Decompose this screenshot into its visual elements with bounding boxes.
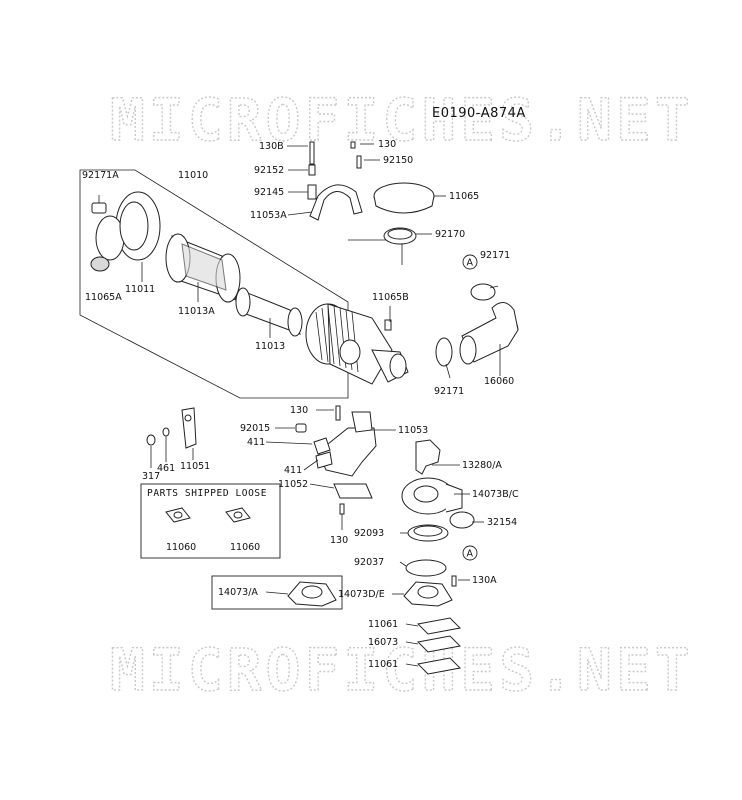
label-461: 461 xyxy=(157,463,175,474)
label-16073: 16073 xyxy=(368,637,398,648)
label-14073bc: 14073B/C xyxy=(472,489,519,500)
parts-shipped-loose-box: PARTS SHIPPED LOOSE xyxy=(140,483,281,559)
label-11011: 11011 xyxy=(125,284,155,295)
label-11053: 11053 xyxy=(398,425,428,436)
band-92170 xyxy=(383,227,417,245)
clamp-92037 xyxy=(405,559,447,577)
label-11060-a: 11060 xyxy=(166,542,196,553)
label-11051: 11051 xyxy=(180,461,210,472)
svg-text:A: A xyxy=(467,258,474,269)
label-92171-bottom: 92171 xyxy=(434,386,464,397)
watermark-top: MICROFICHES.NET xyxy=(110,86,694,154)
label-92171a: 92171A xyxy=(82,170,119,181)
diagram-code: E0190-A874A xyxy=(432,106,526,121)
elbow-14073bc xyxy=(401,477,475,529)
label-92170: 92170 xyxy=(435,229,465,240)
label-411-b: 411 xyxy=(284,465,302,476)
label-317: 317 xyxy=(142,471,160,482)
label-11065: 11065 xyxy=(449,191,479,202)
element-11013a xyxy=(165,233,241,303)
base-14073a xyxy=(287,581,337,607)
label-11060-b: 11060 xyxy=(230,542,260,553)
label-11061-a: 11061 xyxy=(368,619,398,630)
ring-92093 xyxy=(407,524,449,542)
clip-92015 xyxy=(295,423,307,433)
label-92037: 92037 xyxy=(354,557,384,568)
watermark-bottom: MICROFICHES.NET xyxy=(110,636,694,704)
gasket-11061-b xyxy=(416,657,462,675)
air-cleaner-body xyxy=(305,303,409,385)
bracket-11053a xyxy=(307,141,363,221)
label-16060: 16060 xyxy=(484,376,514,387)
clamp-92171-right xyxy=(470,283,496,301)
label-14073de: 14073D/E xyxy=(338,589,385,600)
callout-a-top: A xyxy=(462,254,478,270)
cap-11065 xyxy=(373,182,435,214)
label-92150: 92150 xyxy=(383,155,413,166)
label-92171-right: 92171 xyxy=(480,250,510,261)
group-enclosure xyxy=(79,169,349,399)
label-92015: 92015 xyxy=(240,423,270,434)
air-cleaner-cover xyxy=(95,191,161,261)
label-11052: 11052 xyxy=(278,479,308,490)
base-14073de xyxy=(403,575,457,607)
label-130-top: 130 xyxy=(378,139,396,150)
label-14073a: 14073/A xyxy=(218,587,258,598)
label-411-a: 411 xyxy=(247,437,265,448)
label-130-low: 130 xyxy=(330,535,348,546)
box-14073a xyxy=(211,575,343,610)
part-labels: 130B 130 92150 92152 92145 11053A 11065 … xyxy=(82,139,519,670)
label-11065a: 11065A xyxy=(85,292,122,303)
label-130-mid: 130 xyxy=(290,405,308,416)
label-11061-b: 11061 xyxy=(368,659,398,670)
plate-11051 xyxy=(146,407,197,449)
label-11010: 11010 xyxy=(178,170,208,181)
plate-11052 xyxy=(333,483,373,515)
hose-16060 xyxy=(459,302,519,365)
gasket-11061-a xyxy=(416,617,462,635)
label-11065b: 11065B xyxy=(372,292,409,303)
label-11013a: 11013A xyxy=(178,306,215,317)
valve-11065a xyxy=(90,256,110,272)
gasket-16073 xyxy=(416,635,462,653)
element-11013 xyxy=(235,287,303,337)
label-130b: 130B xyxy=(259,141,284,152)
label-92093: 92093 xyxy=(354,528,384,539)
label-32154: 32154 xyxy=(487,517,517,528)
bracket-13280a xyxy=(415,439,441,475)
leader-lines xyxy=(141,143,501,667)
callout-a-bottom: A xyxy=(462,545,478,561)
label-92145: 92145 xyxy=(254,187,284,198)
spacer-411 xyxy=(313,437,333,469)
label-11053a: 11053A xyxy=(250,210,287,221)
clamp-92171-bottom xyxy=(435,337,453,367)
svg-text:A: A xyxy=(467,549,474,560)
label-11013: 11013 xyxy=(255,341,285,352)
label-92152: 92152 xyxy=(254,165,284,176)
box-title: PARTS SHIPPED LOOSE xyxy=(147,488,267,499)
clip-92171a xyxy=(91,195,107,214)
label-13280a: 13280/A xyxy=(462,460,502,471)
label-130a: 130A xyxy=(472,575,497,586)
